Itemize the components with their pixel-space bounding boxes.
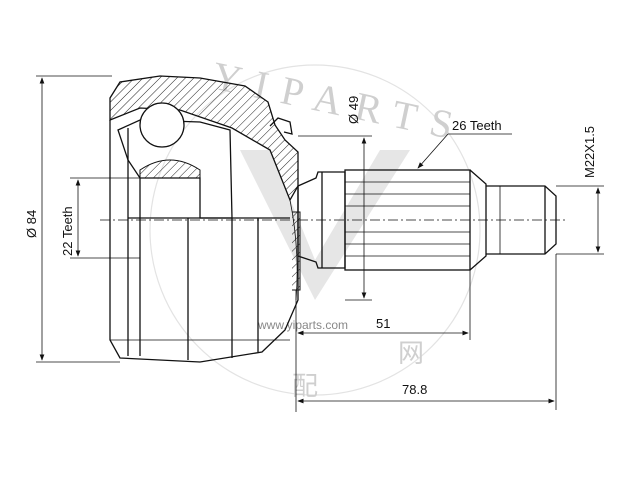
dim-outer-teeth: 26 Teeth bbox=[417, 118, 512, 169]
watermark-v-logo bbox=[240, 150, 410, 300]
watermark-ring bbox=[149, 64, 481, 396]
abs-clip bbox=[269, 117, 293, 135]
neck-hatch bbox=[292, 211, 301, 291]
dim-length-51: 51 bbox=[295, 270, 471, 412]
dim-inner-teeth-label: 22 Teeth bbox=[60, 206, 75, 256]
inner-race-hatch bbox=[139, 159, 201, 179]
joint-housing bbox=[109, 75, 301, 363]
dim-seal-diameter-label: Ø 49 bbox=[346, 96, 361, 124]
dim-outer-diameter: Ø 84 bbox=[24, 75, 120, 363]
watermark-url: www.yiparts.com bbox=[257, 318, 348, 332]
dim-thread-label: M22X1.5 bbox=[582, 126, 597, 178]
dim-inner-teeth: 22 Teeth bbox=[60, 177, 140, 259]
dim-seal-diameter: Ø 49 bbox=[298, 96, 372, 301]
dim-outer-diameter-label: Ø 84 bbox=[24, 210, 39, 238]
dim-length-78: 78.8 bbox=[297, 254, 557, 410]
dim-length-51-label: 51 bbox=[376, 316, 390, 331]
watermark-cn-right: 网 bbox=[398, 339, 424, 368]
dim-length-78-label: 78.8 bbox=[402, 382, 427, 397]
dim-outer-teeth-label: 26 Teeth bbox=[452, 118, 502, 133]
dim-thread: M22X1.5 bbox=[556, 126, 604, 255]
ball-bearing bbox=[139, 102, 185, 148]
